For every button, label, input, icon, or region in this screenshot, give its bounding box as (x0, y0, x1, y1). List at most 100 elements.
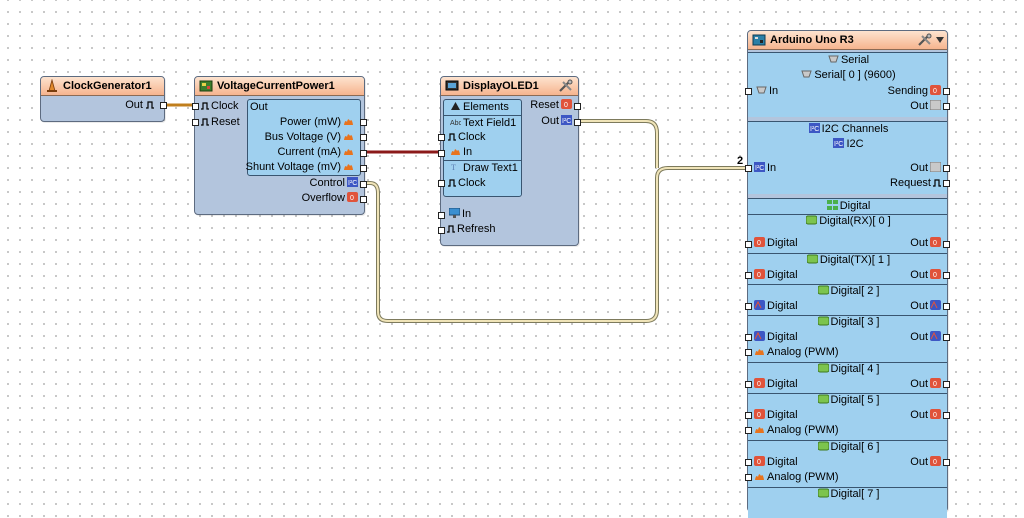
arduino-uno-component[interactable]: Arduino Uno R3 Serial Serial[ 0 ] (9600)… (745, 30, 950, 518)
analog5-pin[interactable] (745, 427, 752, 434)
pwm-icon (930, 331, 941, 341)
digital-icon: 0 (930, 237, 941, 247)
display-out-pin[interactable] (574, 119, 581, 126)
power-pin[interactable] (360, 119, 367, 126)
display-title[interactable]: DisplayOLED1 (441, 77, 578, 96)
refresh-label: Refresh (447, 223, 496, 236)
svg-text:0: 0 (757, 381, 761, 388)
digital6-in-pin[interactable] (745, 459, 752, 466)
digital5-out-pin[interactable] (943, 412, 950, 419)
svg-text:I²C: I²C (810, 126, 819, 133)
digital1-in-pin[interactable] (745, 272, 752, 279)
digital0-out-pin[interactable] (943, 241, 950, 248)
digital2-out-pin[interactable] (943, 303, 950, 310)
clock-generator-name: ClockGenerator1 (63, 80, 152, 92)
control-pin[interactable] (360, 181, 367, 188)
sending-pin[interactable] (943, 88, 950, 95)
wire-count-label: 2 (737, 155, 744, 167)
analog-flame-icon (344, 119, 353, 125)
digital-channel-2: Digital[ 2 ] Digital Out (748, 284, 947, 315)
text-in-pin[interactable] (438, 150, 445, 157)
digital-channel-icon (817, 316, 829, 326)
clock-generator-out-pin[interactable] (160, 102, 167, 109)
shunt-voltage-pin[interactable] (360, 165, 367, 172)
serial-in-pin[interactable] (745, 88, 752, 95)
channel-name: Digital[ 6 ] (748, 441, 947, 454)
digital5-in-pin[interactable] (745, 412, 752, 419)
display-in-pin[interactable] (438, 212, 445, 219)
svg-text:I²C: I²C (348, 180, 357, 187)
digital-section: Digital (748, 198, 947, 215)
i2c-icon: I²C (808, 123, 820, 133)
digital3-out-pin[interactable] (943, 334, 950, 341)
bus-voltage-pin[interactable] (360, 134, 367, 141)
voltage-clock-pin[interactable] (192, 103, 199, 110)
serial-out-label: Out (910, 100, 943, 113)
voltage-title[interactable]: VoltageCurrentPower1 (195, 77, 364, 96)
overflow-pin[interactable] (360, 196, 367, 203)
current-pin[interactable] (360, 150, 367, 157)
digital0-in-pin[interactable] (745, 241, 752, 248)
channel-name: Digital(TX)[ 1 ] (748, 254, 947, 267)
refresh-pin[interactable] (438, 227, 445, 234)
power-label: Power (mW) (280, 116, 356, 129)
analog6-pin[interactable] (745, 474, 752, 481)
i2c-out-pin[interactable] (943, 165, 950, 172)
display-in-label: In (447, 208, 471, 221)
analog3-pin[interactable] (745, 349, 752, 356)
display-reset-pin[interactable] (574, 103, 581, 110)
serial-icon (756, 86, 767, 94)
text-clock-pin[interactable] (438, 134, 445, 141)
digital4-out-pin[interactable] (943, 381, 950, 388)
channel-digital-label: Digital (752, 331, 798, 344)
serial0-header: Serial[ 0 ] (9600) (748, 69, 947, 82)
voltage-name: VoltageCurrentPower1 (217, 80, 335, 92)
clock-generator-title[interactable]: ClockGenerator1 (41, 77, 164, 96)
chevron-down-icon[interactable] (936, 37, 944, 43)
digital6-out-pin[interactable] (943, 459, 950, 466)
clock-generator-component[interactable]: ClockGenerator1 Out (40, 76, 167, 122)
digital1-out-pin[interactable] (943, 272, 950, 279)
tools-icon[interactable] (558, 79, 574, 93)
digital-icon: 0 (930, 378, 941, 388)
analog-flame-icon (344, 149, 353, 155)
display-name: DisplayOLED1 (463, 80, 539, 92)
pwm-icon (754, 300, 765, 310)
analog-flame-icon (755, 474, 764, 480)
request-pin[interactable] (943, 180, 950, 187)
digital-channel-icon (817, 488, 829, 498)
digital-channel-3: Digital[ 3 ] Digital Out Analog (PWM) (748, 315, 947, 362)
channel-out-label: Out (910, 331, 943, 344)
channel-name: Digital[ 2 ] (748, 285, 947, 298)
serial-out-icon (930, 100, 941, 110)
digital4-in-pin[interactable] (745, 381, 752, 388)
svg-text:0: 0 (757, 240, 761, 247)
voltage-current-power-component[interactable]: VoltageCurrentPower1 Clock Reset Out Pow… (192, 76, 367, 215)
digital2-in-pin[interactable] (745, 303, 752, 310)
svg-text:0: 0 (757, 272, 761, 279)
draw-clock-pin[interactable] (438, 180, 445, 187)
serial-out-pin[interactable] (943, 103, 950, 110)
digital3-in-pin[interactable] (745, 334, 752, 341)
tools-icon[interactable] (917, 33, 933, 47)
digital-icon: 0 (347, 192, 358, 202)
svg-text:0: 0 (933, 240, 937, 247)
channel-name: Digital[ 3 ] (748, 316, 947, 329)
voltage-reset-pin[interactable] (192, 119, 199, 126)
arduino-title[interactable]: Arduino Uno R3 (748, 31, 947, 50)
serial-out-icon (930, 162, 941, 172)
wires-layer (164, 103, 745, 323)
channel-name: Digital[ 7 ] (748, 488, 947, 501)
i2c-in-pin[interactable] (745, 165, 752, 172)
